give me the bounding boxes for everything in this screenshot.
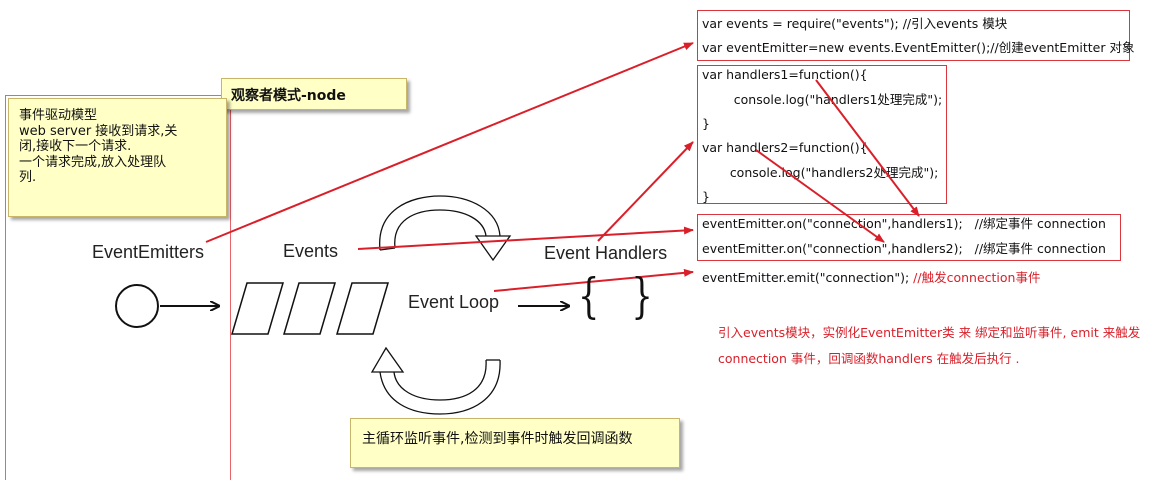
note-line: 事件驱动模型 <box>19 108 98 123</box>
handlers-label: Event Handlers <box>544 243 668 263</box>
event-loop-label: Event Loop <box>408 292 500 312</box>
emitters-to-require-arrow <box>205 42 694 243</box>
note-line: 一个请求完成,放入处理队 <box>19 154 167 170</box>
event-slot <box>282 282 337 335</box>
code-line: var events = require("events"); //引入even… <box>702 16 1008 31</box>
title-note: 观察者模式-node <box>221 78 407 110</box>
event-slot <box>230 282 285 335</box>
events-to-on-arrow <box>357 226 694 250</box>
event-queue <box>230 282 390 335</box>
loop-note: 主循环监听事件,检测到事件时触发回调函数 <box>350 418 680 468</box>
emitters-label: EventEmitters <box>92 242 205 262</box>
code-line: eventEmitter.on("connection",handlers2);… <box>702 241 1106 256</box>
emitter-circle <box>115 284 159 328</box>
code-line: var eventEmitter=new events.EventEmitter… <box>702 40 1135 55</box>
left-panel <box>5 95 231 480</box>
note-line: web server 接收到请求,关 <box>19 123 178 139</box>
description: 引入events模块，实例化EventEmitter类 来 绑定和监听事件, e… <box>718 320 1140 372</box>
note-line: 闭,接收下一个请求. <box>19 139 132 154</box>
code-line: var handlers1=function(){ <box>702 67 868 82</box>
event-slot <box>335 282 390 335</box>
handlers-to-handlers-code-arrow <box>597 141 694 242</box>
emit-code: eventEmitter.emit("connection"); <box>702 270 914 285</box>
loop-note-text: 主循环监听事件,检测到事件时触发回调函数 <box>362 431 633 447</box>
handler-braces: { } <box>578 268 653 324</box>
description-line: connection 事件，回调函数handlers 在触发后执行 . <box>718 351 1020 366</box>
emit-comment: //触发connection事件 <box>913 270 1041 285</box>
code-line: var handlers2=function(){ <box>702 140 868 155</box>
handlers1-to-on-arrow <box>815 79 920 217</box>
code-line: } <box>702 189 710 204</box>
lower-loop-arrow <box>370 346 501 415</box>
handlers2-to-on-arrow <box>755 149 885 243</box>
upper-loop-arrow <box>379 195 512 262</box>
note-line: 列. <box>19 170 37 185</box>
emit-line: eventEmitter.emit("connection"); //触发con… <box>702 267 1040 286</box>
code-line: eventEmitter.on("connection",handlers1);… <box>702 216 1106 231</box>
require-code-box: var events = require("events"); //引入even… <box>697 10 1134 61</box>
events-label: Events <box>283 241 339 261</box>
code-line: console.log("handlers1处理完成"); <box>702 92 943 107</box>
on-code-box: eventEmitter.on("connection",handlers1);… <box>697 214 1121 261</box>
loop-to-emit-arrow <box>493 268 694 292</box>
event-model-note: 事件驱动模型 web server 接收到请求,关 闭,接收下一个请求. 一个请… <box>8 98 227 217</box>
code-line: } <box>702 116 710 131</box>
description-line: 引入events模块，实例化EventEmitter类 来 绑定和监听事件, e… <box>718 325 1141 340</box>
page-title: 观察者模式-node <box>231 88 346 104</box>
